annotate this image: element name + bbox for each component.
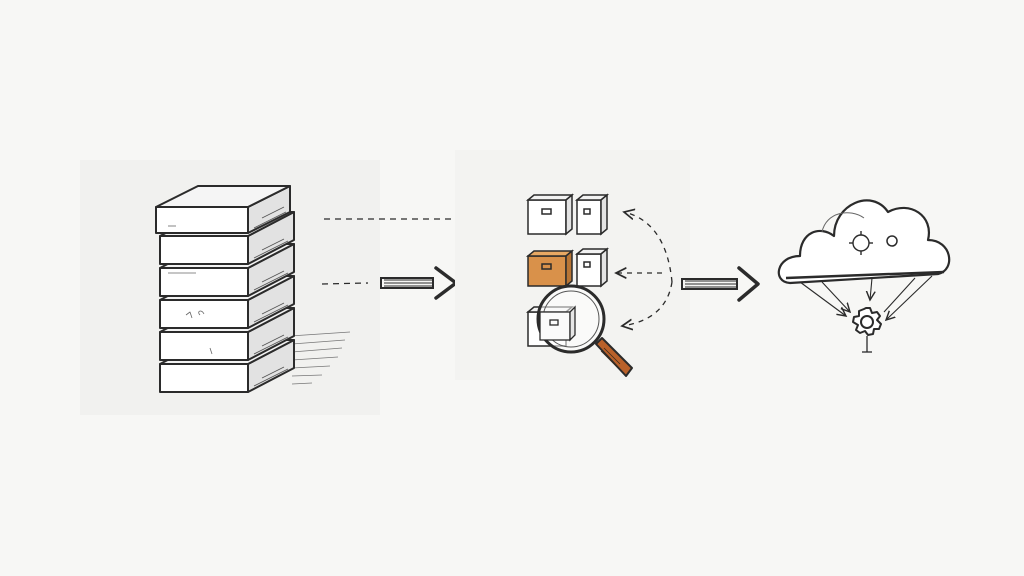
magnifier-icon [536, 284, 633, 377]
bold-arrow-right [681, 266, 760, 302]
stack-indicators [168, 225, 213, 355]
stack-shadow [289, 331, 351, 385]
gear-icon [852, 307, 882, 353]
server-stack-icon [155, 185, 351, 393]
file-box-icon [574, 247, 610, 288]
file-box-icon [574, 193, 610, 236]
server-slab [155, 185, 291, 234]
file-box-icon [525, 193, 575, 236]
cloud-dot [886, 235, 898, 247]
cloud-icon [777, 199, 951, 285]
stack-hatching [253, 206, 289, 387]
dashed-line-middle [321, 282, 369, 285]
bold-arrow-left [380, 266, 458, 300]
cloud-inner-gear-icon [849, 231, 873, 255]
feedback-arrows [616, 212, 673, 326]
cloud-gear-connectors [799, 275, 933, 320]
highlighted-file-box-icon [525, 249, 575, 288]
